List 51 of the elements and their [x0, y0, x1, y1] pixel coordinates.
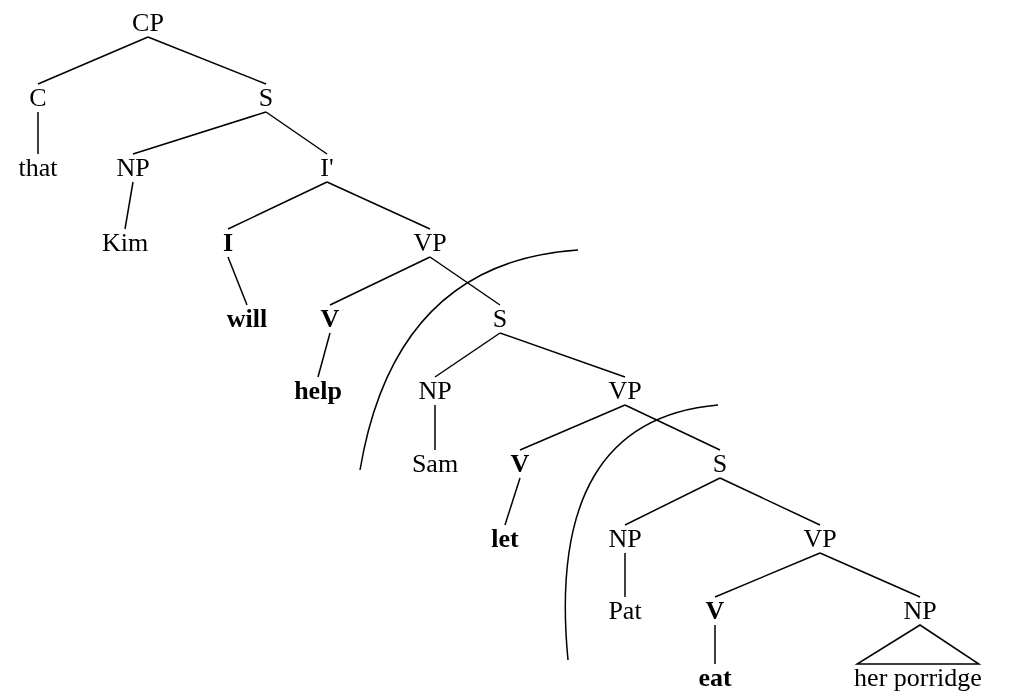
branch-line	[326, 181, 431, 230]
tree-label: eat	[697, 663, 733, 693]
tree-label: S	[711, 449, 729, 479]
branch-line	[227, 181, 328, 230]
tree-label: let	[490, 524, 520, 554]
branch-line	[499, 332, 626, 378]
tree-label: VP	[607, 376, 643, 406]
tree-label: NP	[902, 596, 938, 626]
tree-label: CP	[131, 8, 165, 38]
tree-label: VP	[412, 228, 448, 258]
branch-line	[719, 477, 821, 526]
branch-line	[265, 111, 328, 155]
branch-line	[624, 477, 721, 526]
branch-line	[37, 36, 149, 85]
branch-line	[714, 552, 821, 598]
branch-line	[317, 332, 331, 378]
tree-label: S	[491, 304, 509, 334]
tree-label: NP	[607, 524, 643, 554]
branch-line	[227, 256, 248, 306]
branch-line	[819, 552, 921, 598]
branch-line	[519, 404, 626, 451]
branch-line	[624, 552, 626, 598]
branch-line	[434, 404, 436, 451]
branch-line	[429, 256, 501, 306]
branch-line	[124, 181, 134, 230]
tree-label: Sam	[410, 449, 460, 479]
tree-label: her porridge	[853, 663, 983, 693]
branch-line	[504, 477, 521, 526]
tree-label: that	[17, 153, 59, 183]
tree-label: will	[225, 304, 269, 334]
tree-label: V	[509, 449, 531, 479]
tree-label: NP	[417, 376, 453, 406]
tree-label: S	[257, 83, 275, 113]
branch-line	[714, 624, 716, 665]
branch-line	[132, 111, 267, 155]
branch-line	[434, 332, 501, 378]
tree-label: Kim	[100, 228, 150, 258]
triangle-branch	[854, 624, 982, 665]
branch-line	[624, 404, 721, 451]
branch-line	[147, 36, 267, 85]
branch-line	[329, 256, 431, 306]
tree-label: V	[319, 304, 341, 334]
tree-label: Pat	[607, 596, 643, 626]
tree-label: NP	[115, 153, 151, 183]
tree-label: help	[293, 376, 343, 406]
tree-label: VP	[802, 524, 838, 554]
tree-label: I'	[319, 153, 335, 183]
tree-label: C	[28, 83, 48, 113]
branch-line	[37, 111, 39, 155]
tree-label: V	[704, 596, 726, 626]
tree-label: I	[221, 228, 235, 258]
